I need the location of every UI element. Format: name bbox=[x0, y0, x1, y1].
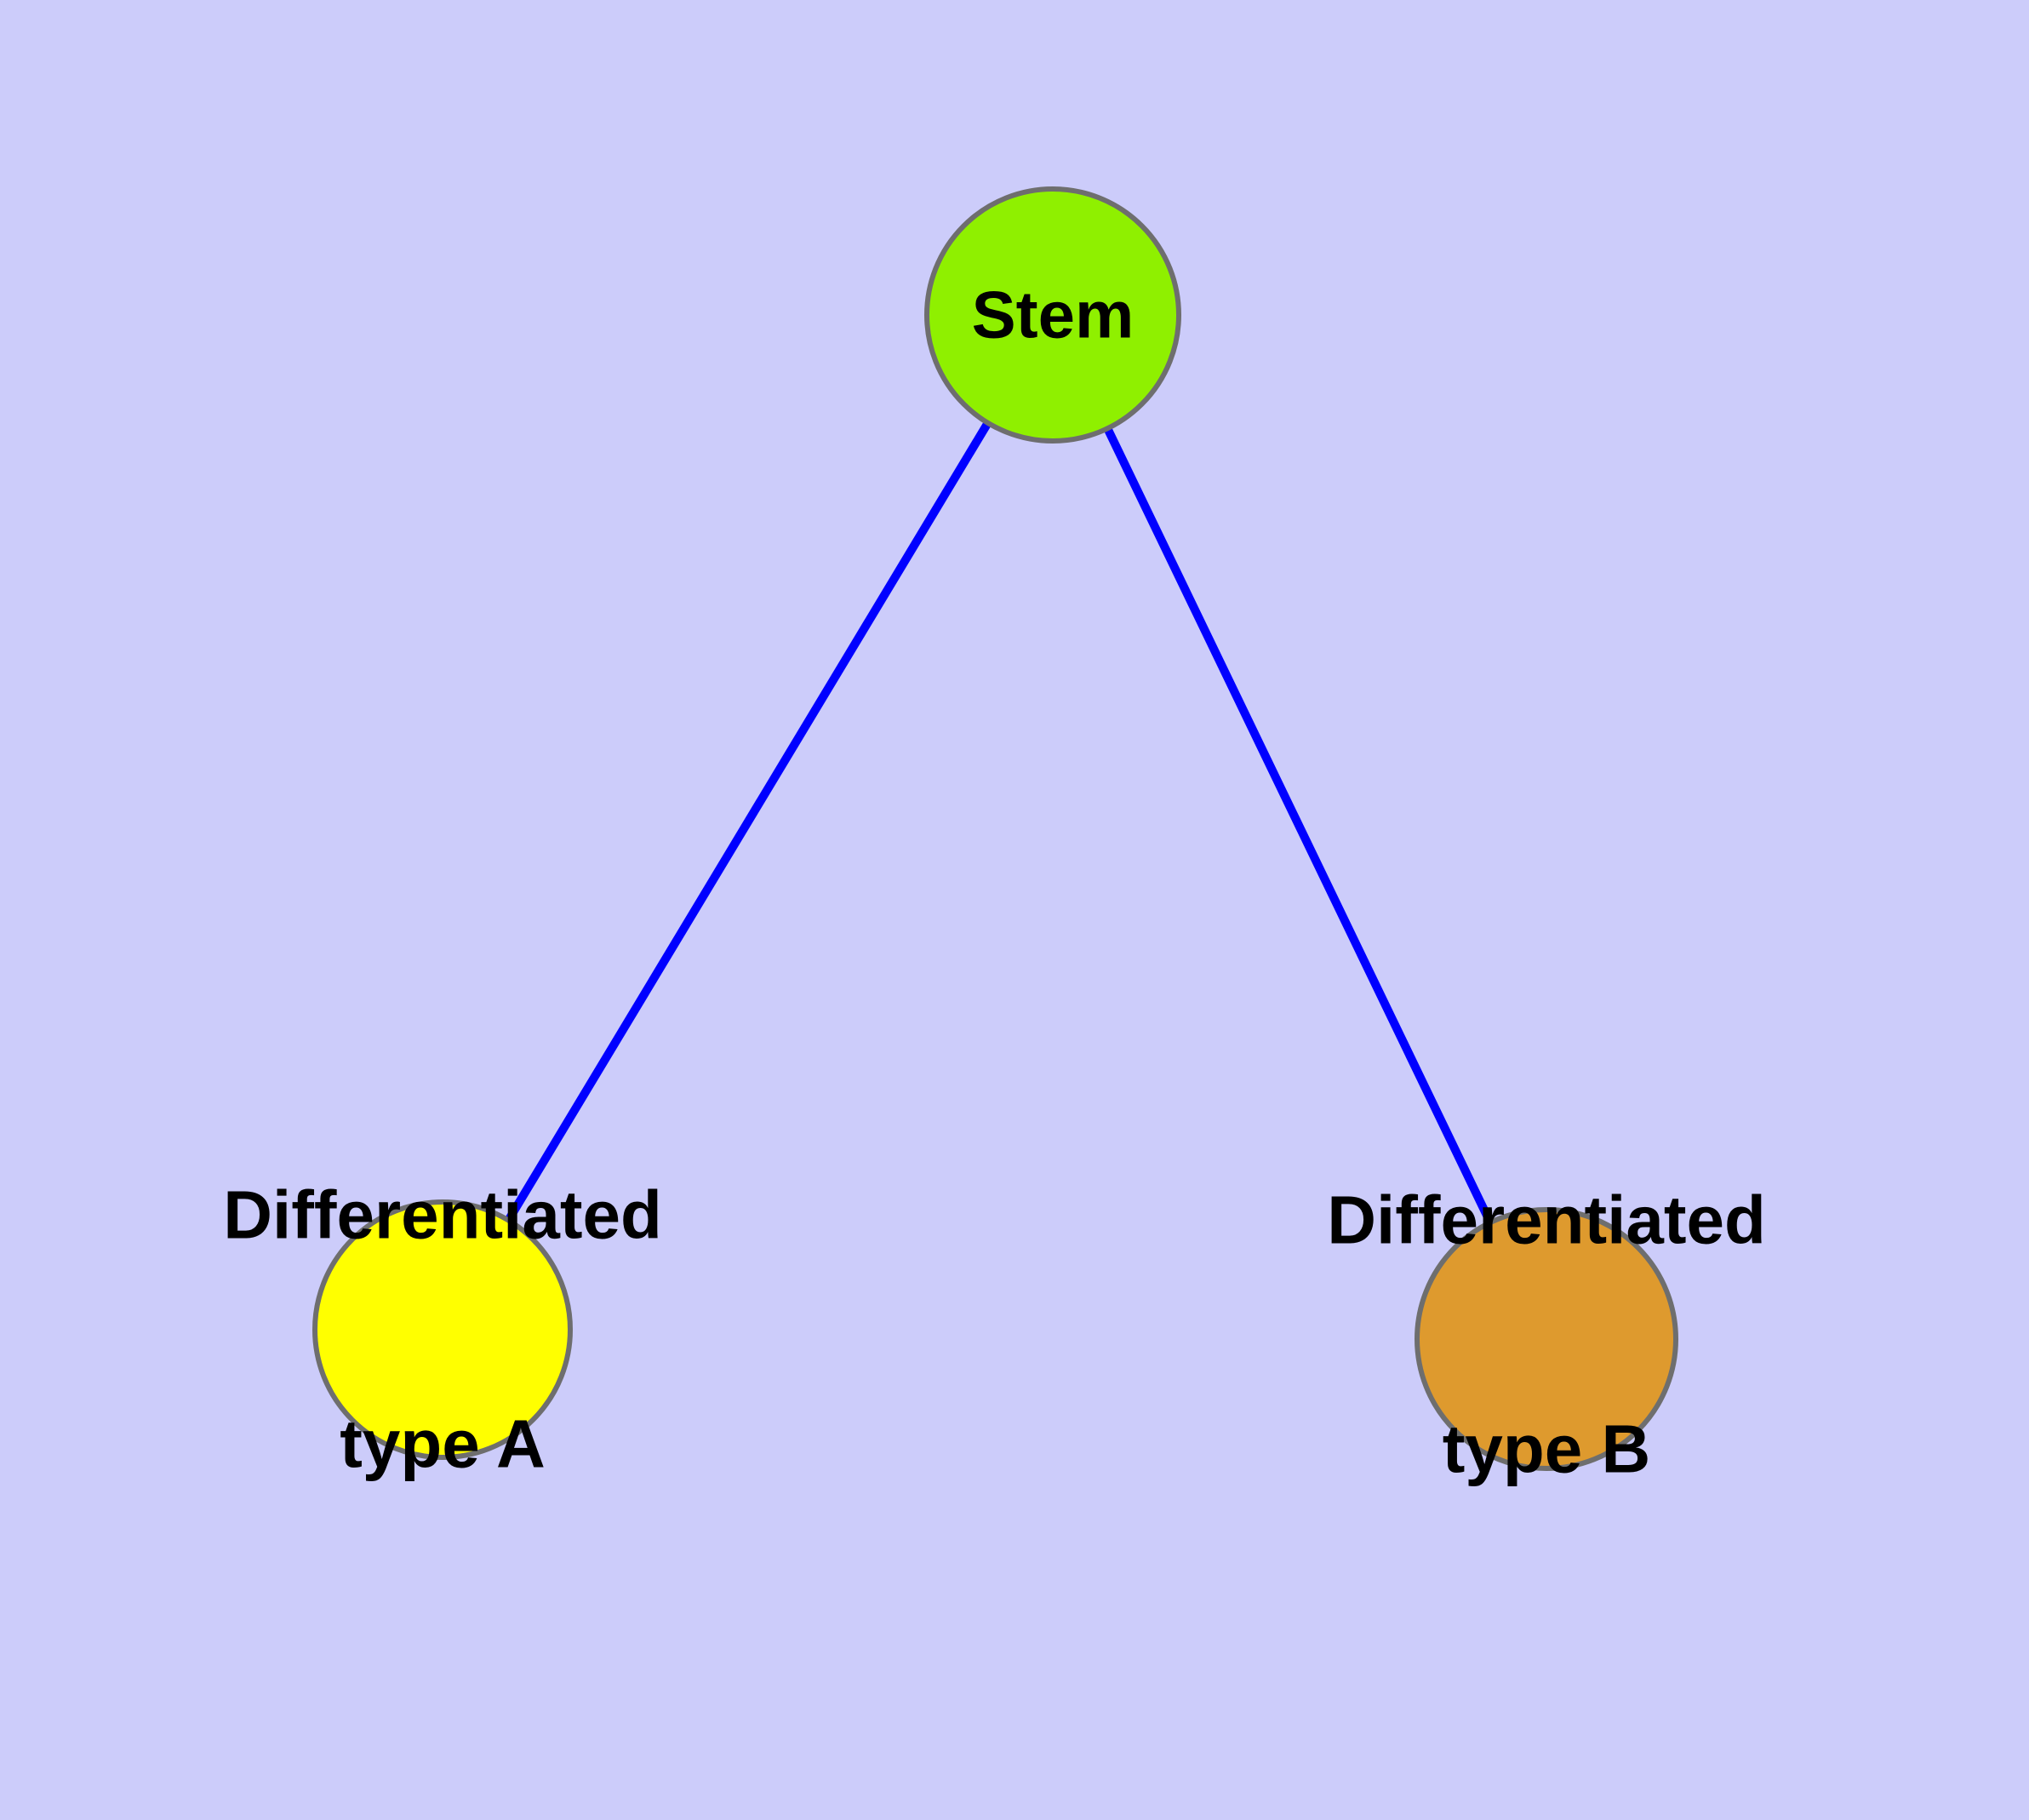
edge-stem-to-differentiated-type-b[interactable] bbox=[1049, 312, 1551, 1342]
node-stem[interactable] bbox=[924, 186, 1181, 444]
edge-layer bbox=[438, 312, 1551, 1342]
node-differentiated-type-a[interactable] bbox=[312, 1199, 573, 1460]
node-layer bbox=[312, 186, 1678, 1471]
edge-stem-to-differentiated-type-a[interactable] bbox=[438, 312, 1057, 1332]
node-differentiated-type-b[interactable] bbox=[1415, 1207, 1678, 1471]
